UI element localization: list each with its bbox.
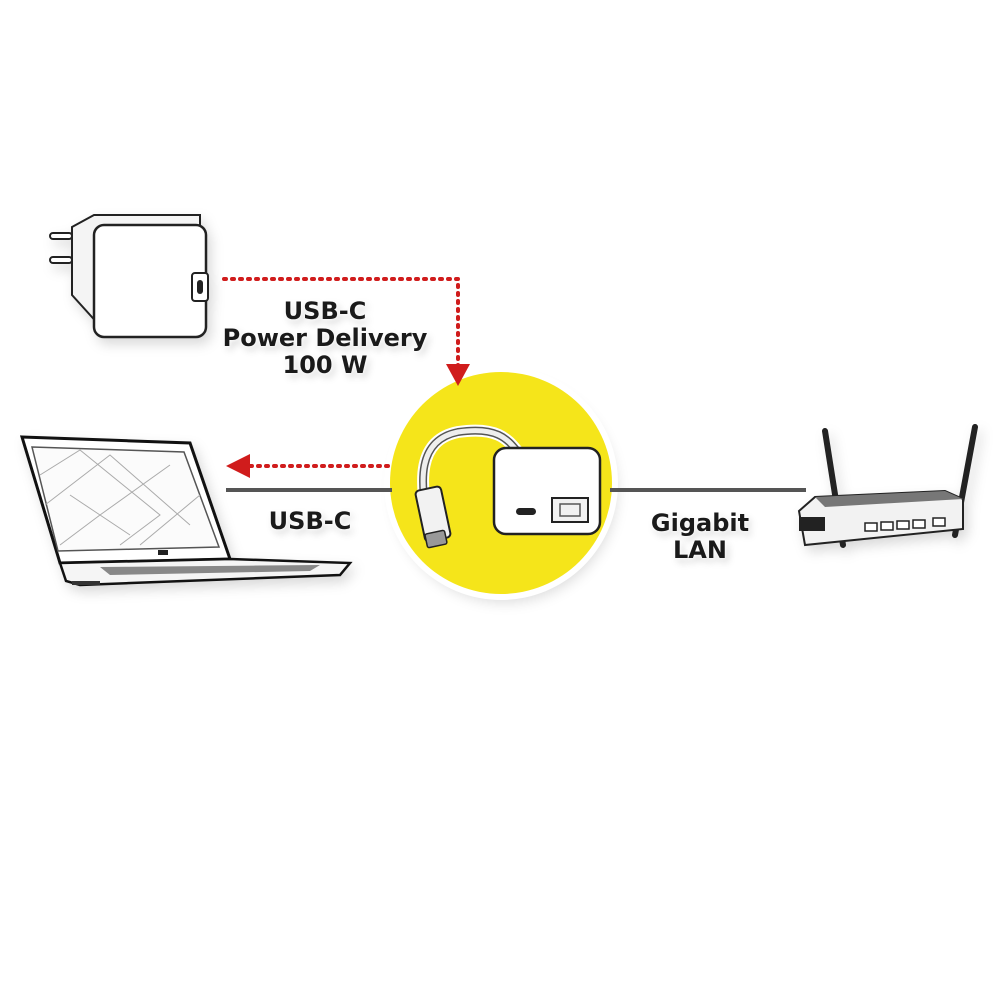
power-label-line3: 100 W: [282, 351, 368, 379]
usb-c-label: USB-C: [268, 507, 352, 535]
lan-label-line1: Gigabit: [650, 509, 750, 537]
power-adapter-icon: [49, 214, 209, 339]
power-label-line2: Power Delivery: [222, 324, 428, 352]
power-label-line1: USB-C: [283, 297, 367, 325]
laptop-icon: [19, 435, 353, 587]
router-icon: [797, 424, 978, 548]
power-delivery-label: USB-C Power Delivery 100 W: [215, 298, 435, 379]
gigabit-lan-label: Gigabit LAN: [630, 510, 770, 564]
power-dotted-line: [222, 277, 460, 370]
usb-c-ethernet-adapter-icon: [414, 424, 602, 549]
power-arrowhead-down: [446, 364, 470, 386]
lan-label-line2: LAN: [673, 536, 727, 564]
laptop-arrowhead-left: [226, 454, 250, 478]
